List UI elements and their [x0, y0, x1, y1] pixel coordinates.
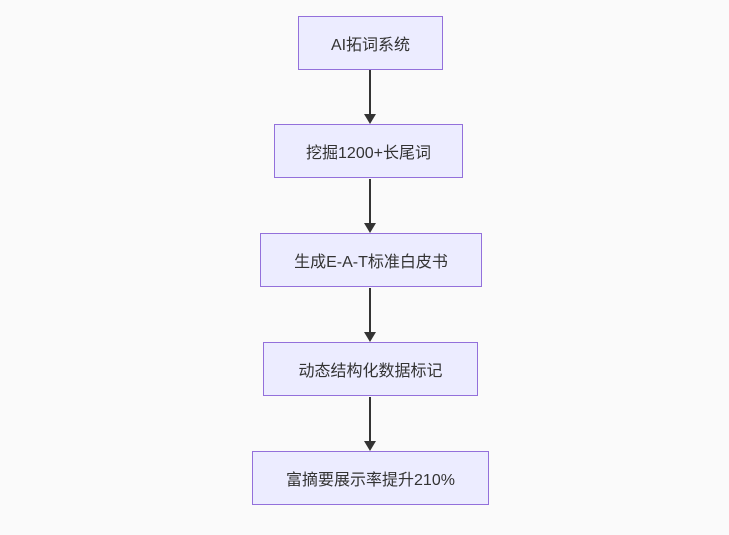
- arrow-down-icon: [364, 70, 376, 124]
- flowchart-node-eat-whitepaper: 生成E-A-T标准白皮书: [260, 233, 482, 287]
- arrow-down-icon: [364, 397, 376, 451]
- node-label: 挖掘1200+长尾词: [306, 145, 431, 162]
- arrow-down-icon: [364, 179, 376, 233]
- node-label: 富摘要展示率提升210%: [286, 472, 455, 489]
- node-label: AI拓词系统: [330, 37, 411, 54]
- arrow-down-icon: [364, 288, 376, 342]
- node-label: 动态结构化数据标记: [298, 363, 443, 380]
- flowchart-node-longtail-keywords: 挖掘1200+长尾词: [274, 124, 463, 178]
- node-label: 生成E-A-T标准白皮书: [294, 254, 448, 271]
- flowchart-node-rich-snippet-rate: 富摘要展示率提升210%: [252, 451, 489, 505]
- flowchart-node-structured-data-markup: 动态结构化数据标记: [263, 342, 478, 396]
- flowchart-node-ai-word-expansion: AI拓词系统: [298, 16, 443, 70]
